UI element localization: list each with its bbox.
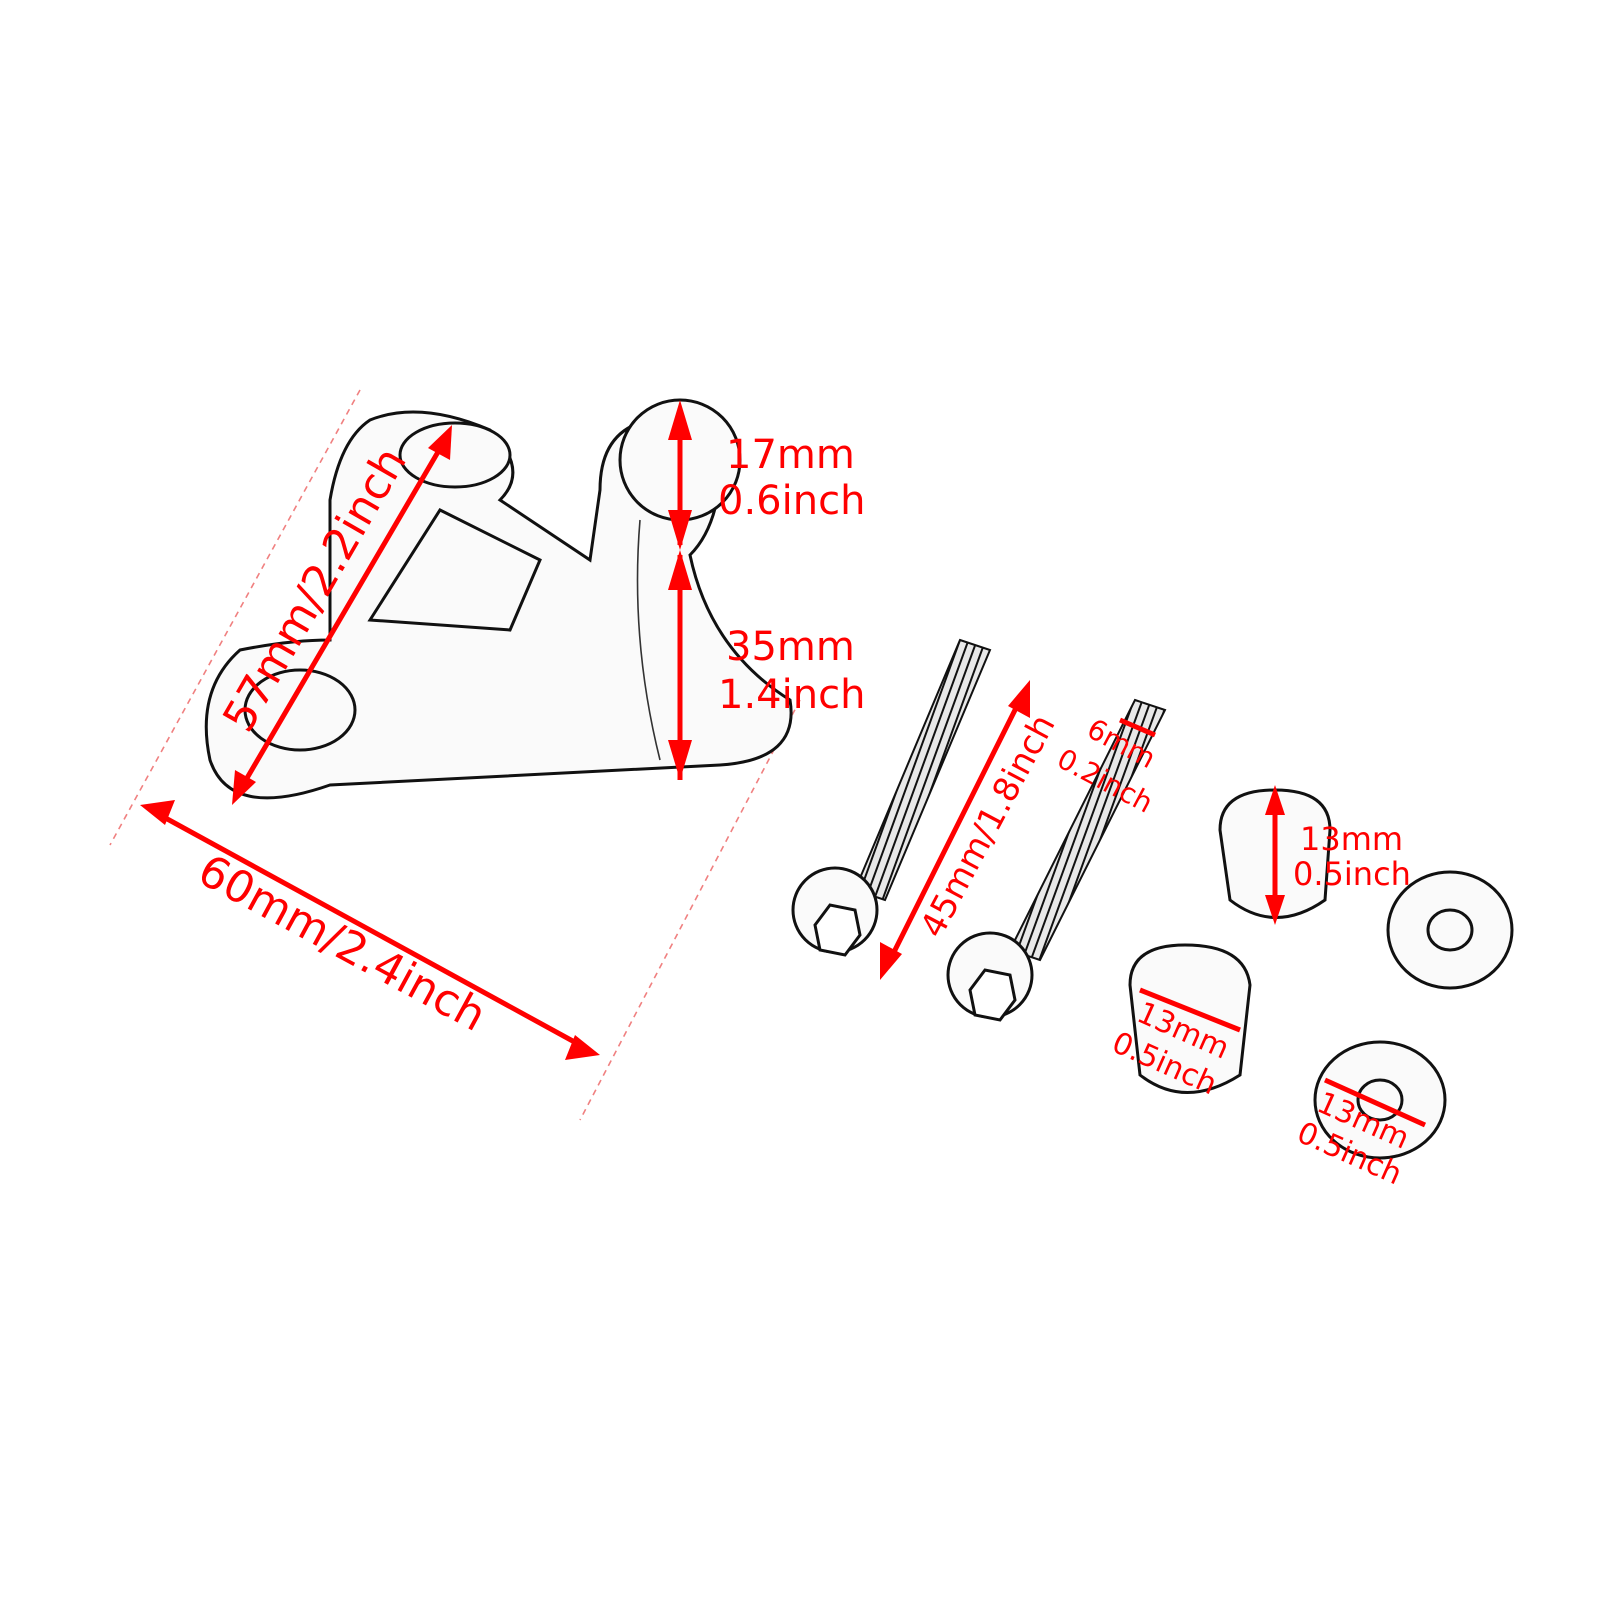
bolt-2 — [946, 698, 1167, 1022]
guide-line-right — [579, 699, 801, 1121]
label-0.6inch: 0.6inch — [718, 478, 865, 524]
bracket-part — [204, 398, 793, 800]
dim-57mm — [232, 425, 452, 805]
bolt-1 — [791, 638, 992, 957]
dim-45mm — [880, 680, 1030, 980]
dim-17mm — [668, 400, 692, 550]
dim-13mm-sp1 — [1265, 785, 1285, 925]
washer-upper — [1386, 870, 1514, 990]
dim-35mm — [668, 550, 692, 780]
label-60mm: 60mm/2.4inch — [190, 845, 494, 1042]
label-0.5inch-sp1: 0.5inch — [1293, 855, 1411, 893]
label-1.4inch: 1.4inch — [718, 672, 865, 718]
guide-line-left — [109, 389, 361, 846]
dim-13mm-sp2 — [1139, 987, 1241, 1033]
dim-13mm-washer — [1323, 1077, 1427, 1128]
label-13mm-sp1: 13mm — [1300, 820, 1403, 858]
spacer-lower — [1128, 943, 1252, 1094]
label-35mm: 35mm — [726, 624, 855, 670]
label-17mm: 17mm — [726, 432, 855, 478]
dim-6mm — [1119, 717, 1156, 738]
dim-60mm — [140, 800, 600, 1060]
